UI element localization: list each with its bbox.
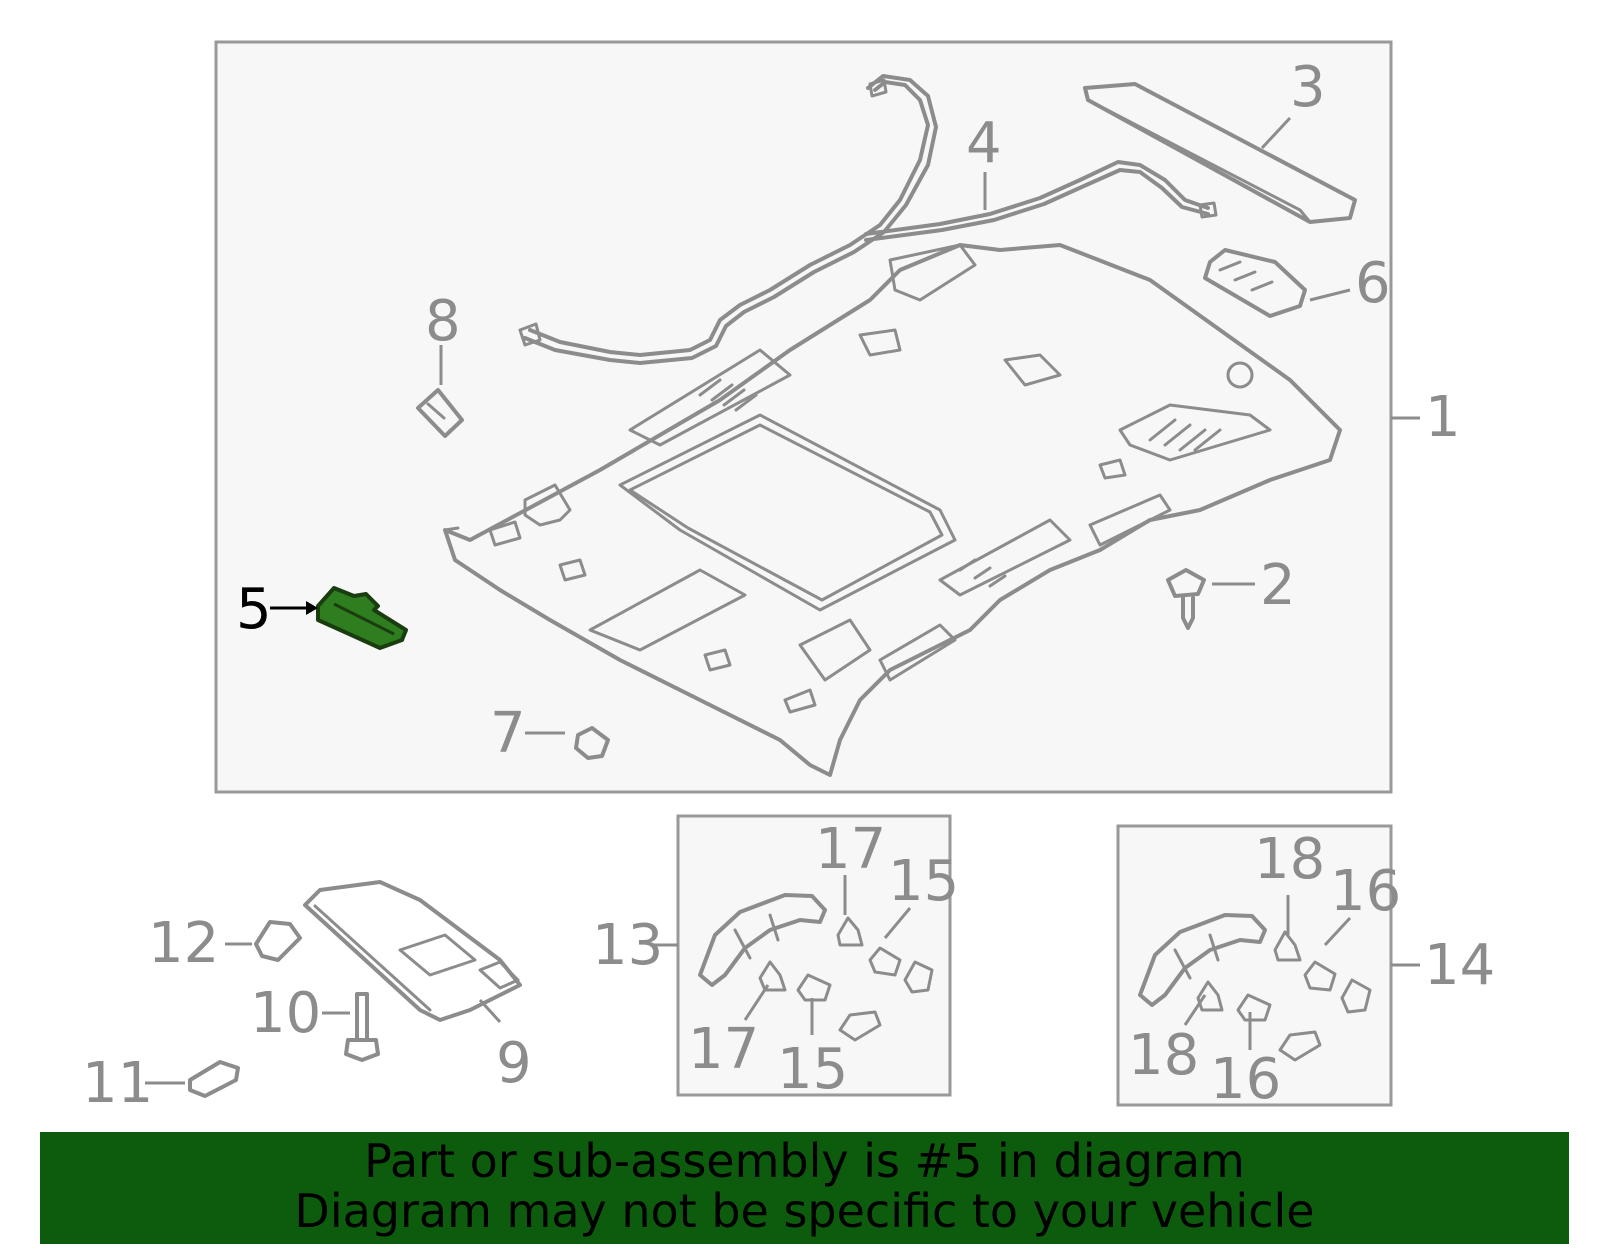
callout-1: 1 — [1425, 385, 1461, 450]
headliner-part — [443, 243, 1342, 777]
clip-part-11 — [188, 1060, 240, 1098]
bracket-part-6 — [1203, 248, 1307, 318]
callout-17-upper: 17 — [815, 817, 886, 882]
leader-lines — [145, 116, 1420, 1085]
clip-part-7 — [574, 726, 610, 760]
callout-6: 6 — [1355, 251, 1391, 316]
callout-18-lower: 18 — [1128, 1023, 1199, 1088]
banner-line-2: Diagram may not be specific to your vehi… — [294, 1184, 1315, 1238]
clip-part-2 — [1166, 568, 1206, 630]
bolt-part-10 — [344, 992, 380, 1062]
sub-assembly-frame-14 — [1116, 824, 1393, 1107]
callout-17-lower: 17 — [688, 1017, 759, 1082]
callout-18-upper: 18 — [1254, 827, 1325, 892]
callout-5: 5 — [236, 577, 272, 642]
callout-9: 9 — [496, 1031, 532, 1096]
callout-16-lower: 16 — [1210, 1047, 1281, 1112]
grab-handle-assembly-14 — [1138, 913, 1372, 1062]
trim-panel-part-3 — [1083, 82, 1357, 224]
callout-3: 3 — [1290, 55, 1326, 120]
callout-15-lower: 15 — [777, 1037, 848, 1102]
clip-part-8 — [416, 388, 464, 438]
callout-12: 12 — [148, 911, 219, 976]
callout-2: 2 — [1260, 553, 1296, 618]
callout-7: 7 — [490, 701, 526, 766]
grab-handle-assembly-13 — [698, 893, 934, 1042]
callout-11: 11 — [82, 1051, 153, 1116]
wire-harness-part-4 — [518, 74, 1218, 365]
callout-13: 13 — [592, 913, 663, 978]
callout-16-upper: 16 — [1330, 859, 1401, 924]
banner-line-1: Part or sub-assembly is #5 in diagram — [364, 1134, 1245, 1188]
highlighted-part-5 — [316, 586, 408, 650]
callout-14: 14 — [1424, 933, 1495, 998]
sub-assembly-frame-13 — [676, 814, 952, 1097]
info-banner: Part or sub-assembly is #5 in diagram Di… — [40, 1132, 1569, 1244]
callout-4: 4 — [966, 111, 1002, 176]
clip-part-12 — [254, 920, 302, 962]
sun-visor-part-9 — [303, 880, 522, 1022]
callout-10: 10 — [250, 981, 321, 1046]
callout-15-upper: 15 — [888, 849, 959, 914]
main-assembly-frame — [214, 40, 1393, 794]
callout-8: 8 — [425, 289, 461, 354]
